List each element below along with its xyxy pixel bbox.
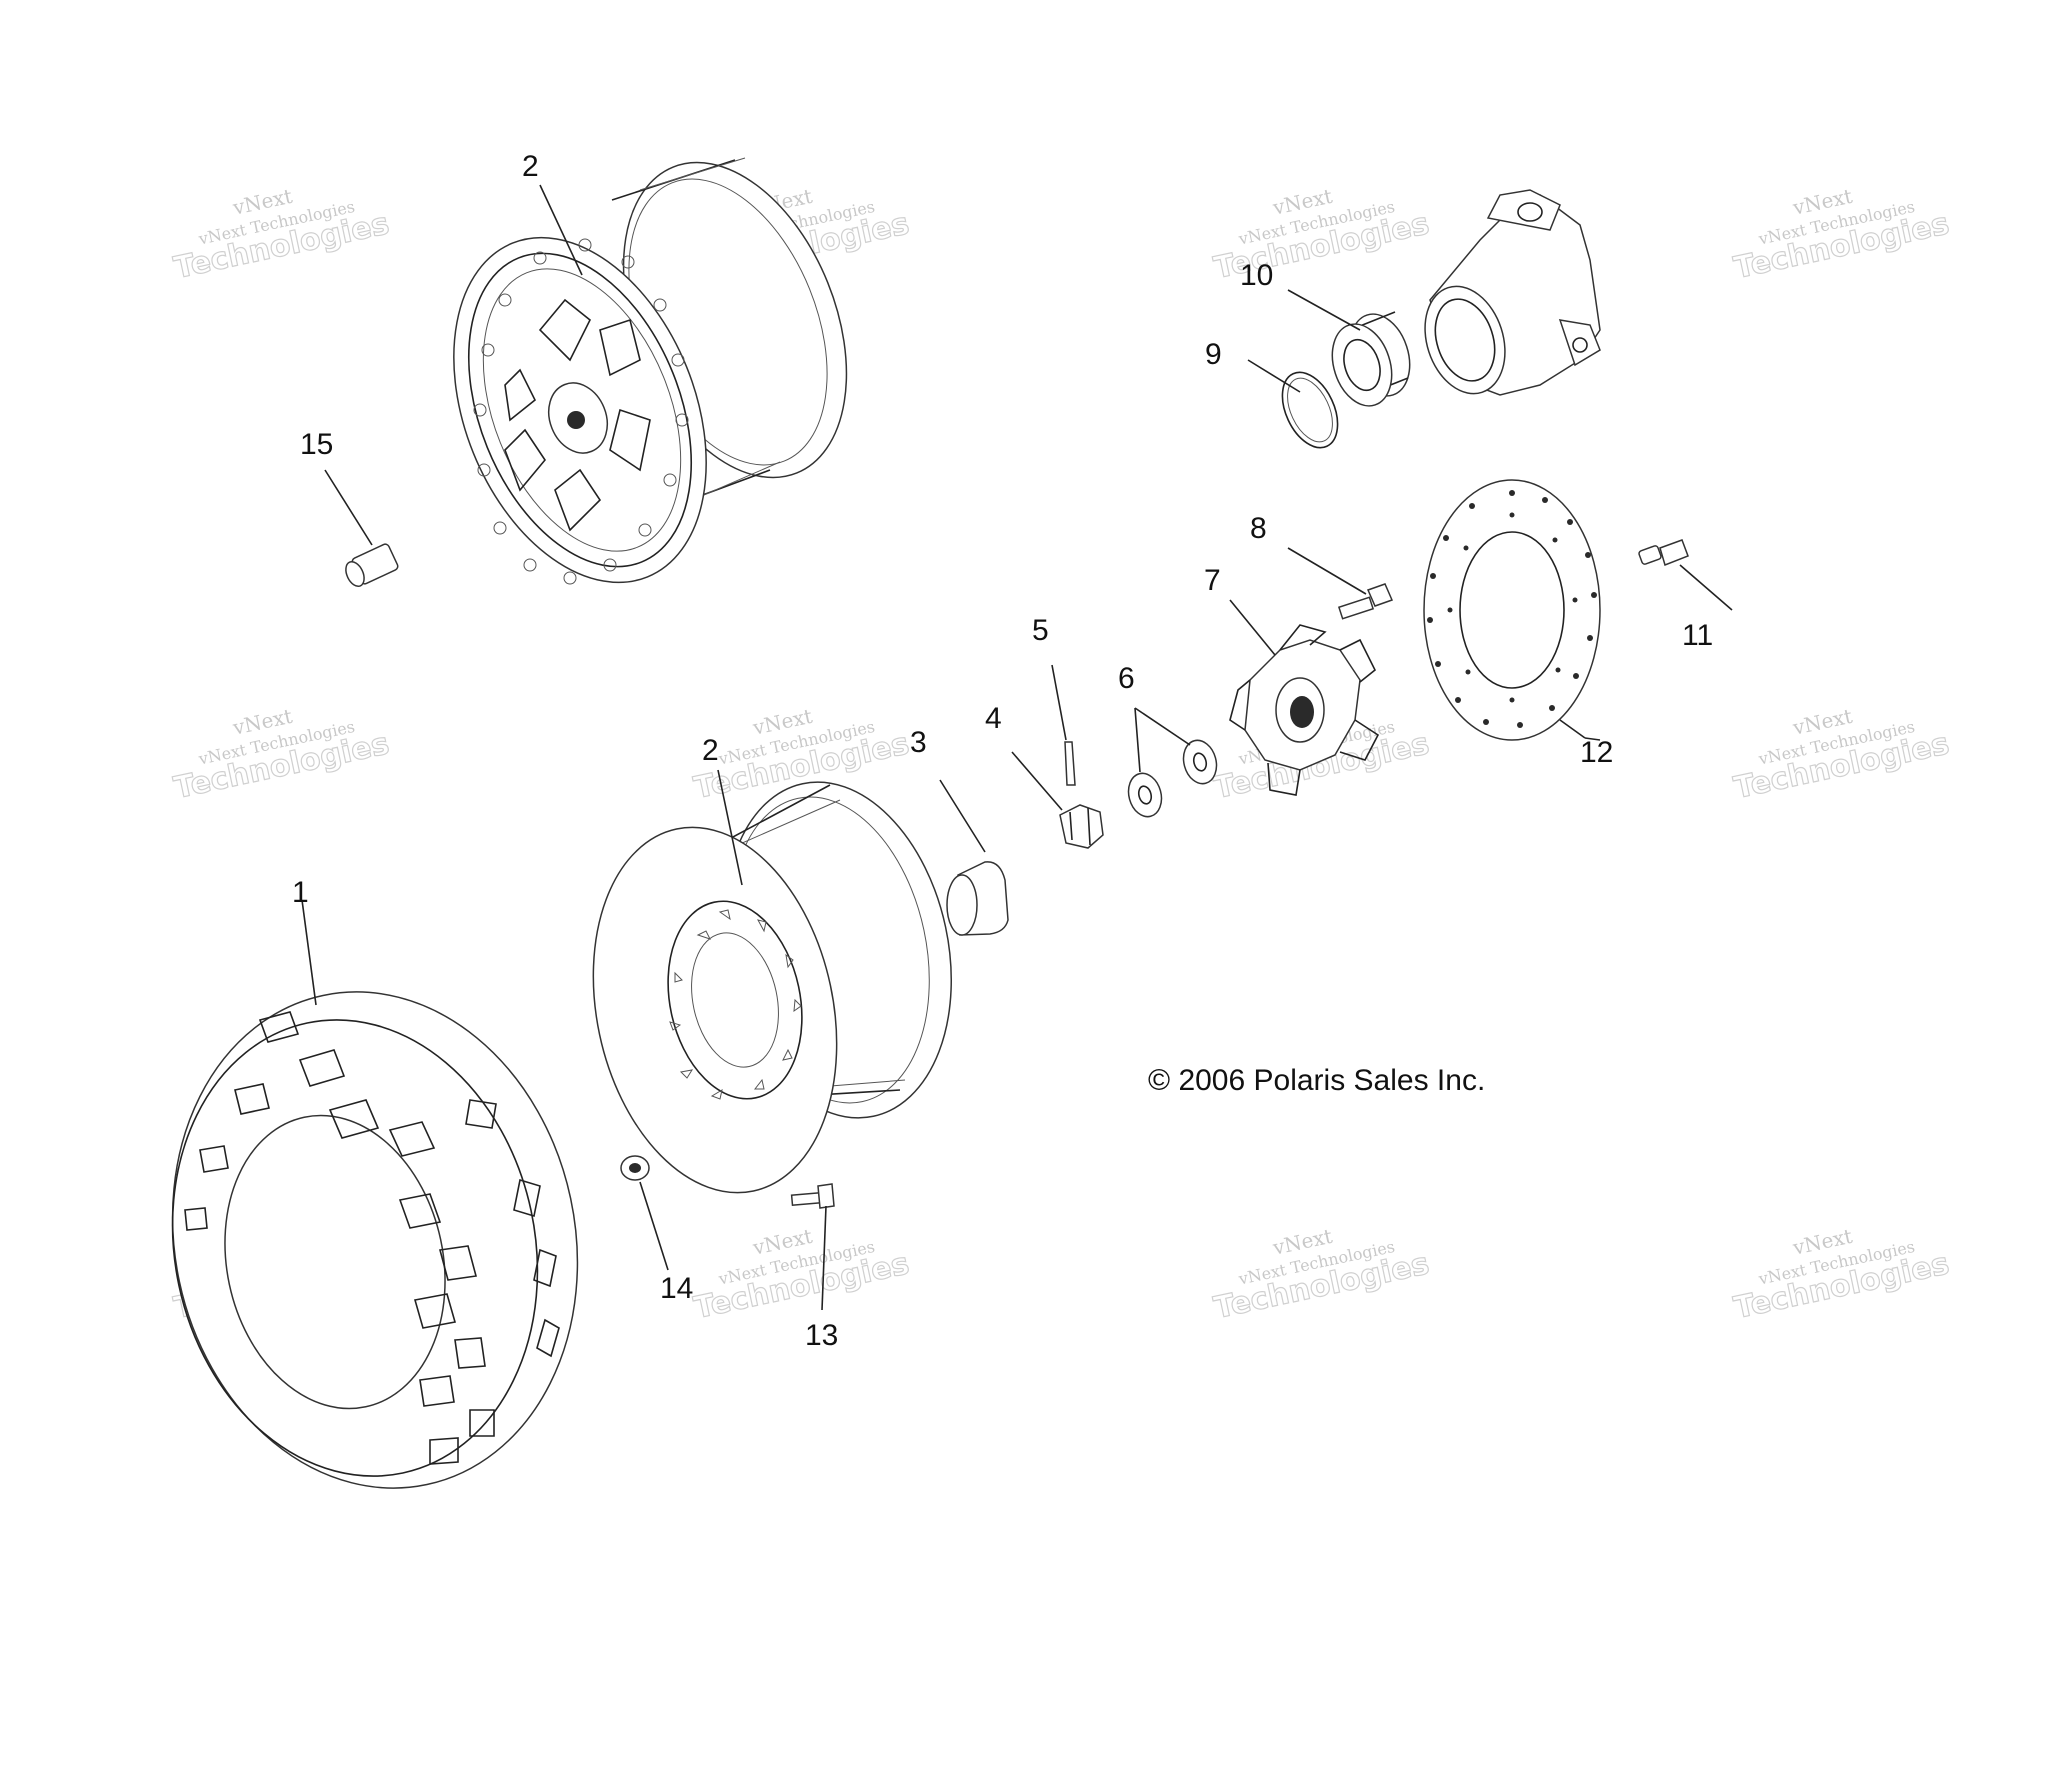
hub-bolt xyxy=(1287,547,1394,620)
washers xyxy=(1127,707,1218,818)
copyright-notice: © 2006 Polaris Sales Inc. xyxy=(1148,1064,1485,1097)
callout-7: 7 xyxy=(1204,564,1221,597)
callout-6: 6 xyxy=(1118,662,1135,695)
callout-1: 1 xyxy=(292,876,309,909)
cotter-pin xyxy=(1051,664,1076,786)
watermark: vNext vNext Technologies Technologies xyxy=(170,704,392,807)
upper-wheel-rim xyxy=(453,157,848,585)
leader-12 xyxy=(1584,737,1601,741)
callout-13: 13 xyxy=(805,1319,838,1352)
wheel-stud xyxy=(790,1183,835,1311)
callout-9: 9 xyxy=(1205,338,1222,371)
watermark: vNext vNext Technologies Technologies xyxy=(1730,184,1952,287)
callout-2-lower: 2 xyxy=(702,734,719,767)
disc-bolt xyxy=(1638,539,1733,611)
leader-2-upper xyxy=(539,184,583,276)
callout-2-upper: 2 xyxy=(522,150,539,183)
watermark: vNext vNext Technologies Technologies xyxy=(1210,184,1432,287)
wheel-hub xyxy=(1229,599,1380,796)
lower-wheel-rim xyxy=(592,769,953,1194)
watermark: vNext vNext Technologies Technologies xyxy=(1730,1224,1952,1327)
tire xyxy=(171,899,579,1489)
callout-5: 5 xyxy=(1032,614,1049,647)
callout-14: 14 xyxy=(660,1272,693,1305)
callout-4: 4 xyxy=(985,702,1002,735)
callout-10: 10 xyxy=(1240,259,1273,292)
snap-ring xyxy=(1247,359,1339,449)
watermark: vNext vNext Technologies Technologies xyxy=(1730,704,1952,807)
callout-8: 8 xyxy=(1250,512,1267,545)
castle-nut xyxy=(1011,751,1104,849)
brake-disc xyxy=(1423,479,1601,741)
watermark: vNext vNext Technologies Technologies xyxy=(1210,1224,1432,1327)
callout-labels: 1 2 2 3 4 5 6 7 8 9 10 11 12 13 14 15 xyxy=(292,150,1713,1352)
callout-3: 3 xyxy=(910,726,927,759)
lug-nut xyxy=(620,1155,669,1271)
wheel-bearing xyxy=(1287,289,1411,407)
watermark: vNext vNext Technologies Technologies xyxy=(690,1224,912,1327)
valve-stem xyxy=(324,469,399,588)
steering-knuckle xyxy=(1424,189,1601,396)
callout-11: 11 xyxy=(1682,619,1713,652)
callout-12: 12 xyxy=(1580,736,1613,769)
hub-cap xyxy=(939,779,1009,936)
watermark: vNext vNext Technologies Technologies xyxy=(170,184,392,287)
callout-15: 15 xyxy=(300,428,333,461)
